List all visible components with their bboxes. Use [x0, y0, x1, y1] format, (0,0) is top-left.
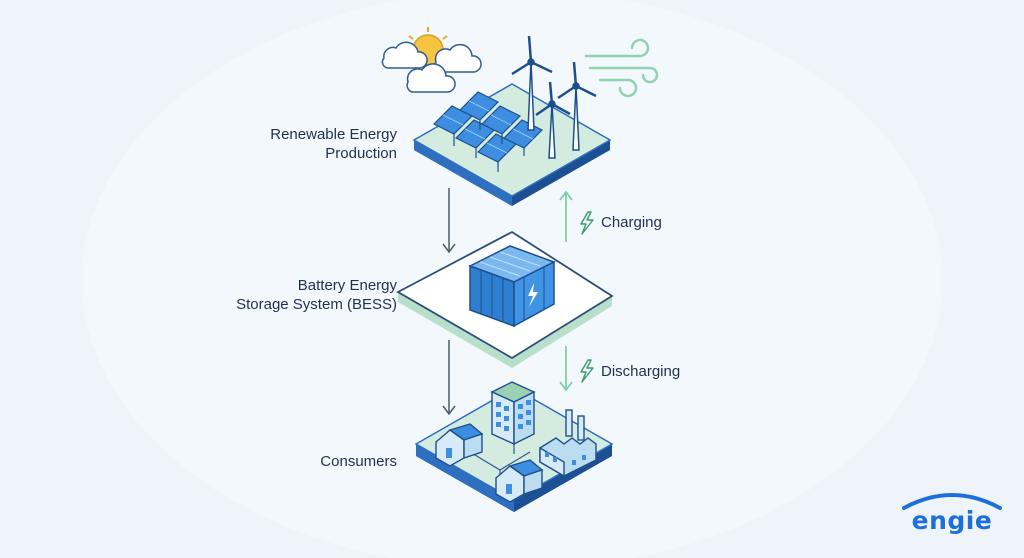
charging-arrow: [559, 190, 573, 242]
production-label-line1: Renewable Energy: [270, 126, 397, 143]
production-label-line2: Production: [325, 145, 397, 162]
discharging-arrow: [559, 346, 573, 392]
consumers-label-text: Consumers: [320, 453, 397, 470]
wind-turbines-icon: [511, 35, 597, 159]
storage-label-line2: Storage System (BESS): [236, 296, 397, 313]
storage-label: Battery Energy Storage System (BESS): [157, 276, 397, 314]
consumers-label: Consumers: [157, 452, 397, 471]
production-label: Renewable Energy Production: [157, 125, 397, 163]
discharging-label: Discharging: [601, 363, 681, 380]
engie-logo-arc: [902, 493, 1002, 510]
discharging-bolt-icon: [580, 359, 594, 383]
storage-label-line1: Battery Energy: [297, 277, 397, 294]
engie-logo: engie: [911, 506, 993, 535]
charging-bolt-icon: [580, 211, 594, 235]
office-building-icon: [490, 381, 536, 446]
wind-icon: [584, 38, 659, 98]
house-icon: [495, 459, 544, 503]
charging-label: Charging: [601, 214, 662, 231]
flow-arrow-down-storage: [442, 340, 456, 416]
cloud-icon: [381, 41, 482, 93]
factory-icon: [539, 409, 597, 478]
house-icon: [435, 423, 484, 467]
bolt-icon: [528, 283, 538, 307]
battery-container-icon: [468, 245, 556, 328]
flow-arrow-down-production: [442, 188, 456, 254]
